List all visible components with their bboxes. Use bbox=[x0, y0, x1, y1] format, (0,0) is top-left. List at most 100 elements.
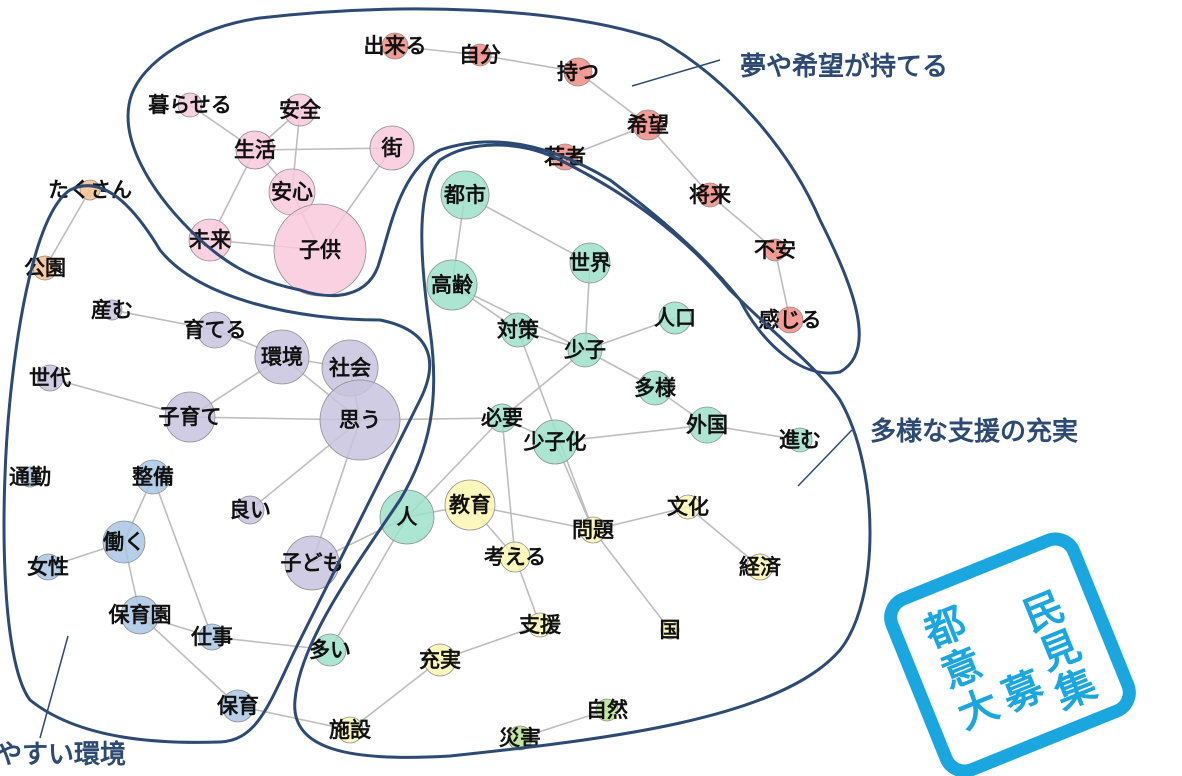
node-label-kyouiku: 教育 bbox=[449, 493, 491, 517]
node-taisaku bbox=[500, 312, 536, 348]
node-label-gaikoku: 外国 bbox=[686, 413, 728, 437]
node-juujitsu bbox=[423, 643, 457, 677]
node-label-josei: 女性 bbox=[27, 555, 69, 579]
node-sedai bbox=[36, 364, 64, 392]
edge-shoushi-hitsuyou bbox=[501, 349, 586, 419]
node-shien bbox=[527, 612, 553, 638]
node-label-jinkou: 人口 bbox=[654, 306, 696, 330]
node-label-kanjiru: 感じる bbox=[759, 308, 822, 332]
node-umu bbox=[101, 299, 123, 321]
stamp-char: 募 bbox=[995, 663, 1051, 721]
node-label-kosodate: 子育て bbox=[159, 405, 222, 429]
node-seikatsu bbox=[235, 130, 275, 170]
node-kangaeru bbox=[499, 541, 531, 573]
edge-jibun-motsu bbox=[479, 54, 579, 73]
node-label-toshi: 都市 bbox=[443, 183, 486, 207]
node-label-shien: 支援 bbox=[519, 613, 562, 637]
node-label-shoushika: 少子化 bbox=[523, 430, 587, 454]
leader-line-support bbox=[797, 429, 853, 487]
node-label-hoiku: 保育 bbox=[216, 694, 259, 718]
edge-mondai-kuni bbox=[592, 529, 671, 631]
node-label-hito: 人 bbox=[397, 505, 418, 529]
node-label-hitsuyou: 必要 bbox=[481, 406, 523, 430]
node-tsuukin bbox=[19, 466, 41, 488]
node-label-kuraseru: 暮らせる bbox=[147, 93, 232, 117]
node-kuraseru bbox=[177, 92, 203, 118]
node-label-kuni: 国 bbox=[660, 618, 681, 642]
edge-shien-juujitsu bbox=[439, 624, 541, 661]
node-label-umu: 産む bbox=[91, 298, 133, 322]
node-kuni bbox=[660, 620, 680, 640]
node-label-keizai: 経済 bbox=[739, 555, 782, 579]
edge-shoushika-gaikoku bbox=[554, 424, 708, 443]
edge-bunka-keizai bbox=[687, 506, 761, 568]
node-bunka bbox=[675, 494, 701, 520]
node-dekiru bbox=[381, 32, 409, 60]
node-ooi bbox=[313, 633, 347, 667]
node-kyouiku bbox=[444, 479, 496, 531]
node-label-fuan: 不安 bbox=[754, 238, 796, 262]
node-label-anshin: 安心 bbox=[271, 180, 313, 204]
node-omou bbox=[319, 379, 401, 461]
node-jinkou bbox=[658, 301, 692, 335]
cluster-title-dream: 夢や希望が持てる bbox=[740, 51, 948, 82]
edge-takusan-kouen bbox=[44, 189, 91, 269]
node-shizen bbox=[595, 698, 619, 722]
node-koureika bbox=[426, 259, 478, 311]
node-label-kibou: 希望 bbox=[627, 113, 669, 137]
nodes-layer bbox=[19, 32, 813, 751]
edge-hitsuyou-kangaeru bbox=[501, 417, 516, 558]
node-hoiku bbox=[221, 689, 255, 723]
node-label-ooi: 多い bbox=[309, 638, 351, 662]
node-shigoto bbox=[198, 623, 226, 651]
node-label-hataraku: 働く bbox=[102, 530, 145, 554]
cluster-title-childcare: やすい環境 bbox=[0, 739, 126, 770]
node-hoikuen bbox=[120, 595, 160, 635]
edge-shizen-saigai bbox=[519, 709, 608, 739]
node-label-motsu: 持つ bbox=[557, 60, 599, 84]
node-label-seibi: 整備 bbox=[132, 465, 174, 489]
node-label-kankyou: 環境 bbox=[261, 345, 303, 369]
edge-seibi-shigoto bbox=[152, 476, 213, 638]
node-label-kodomo: 子供 bbox=[299, 238, 341, 262]
node-hitsuyou bbox=[487, 403, 517, 433]
node-yoi bbox=[235, 495, 265, 525]
node-seibi bbox=[135, 459, 171, 495]
node-label-tsuukin: 通勤 bbox=[9, 465, 51, 489]
stamp-frame bbox=[884, 532, 1136, 776]
leader-line-childcare bbox=[39, 635, 69, 739]
node-machi bbox=[369, 125, 415, 171]
edge-dekiru-jibun bbox=[394, 45, 481, 56]
node-label-taisaku: 対策 bbox=[497, 318, 540, 342]
node-label-koureika: 高齢 bbox=[431, 273, 474, 297]
node-shoushi bbox=[567, 332, 603, 368]
cluster-title-support: 多様な支援の充実 bbox=[870, 416, 1078, 447]
edge-juujitsu-shisetsu bbox=[349, 659, 441, 731]
cluster-outline-support bbox=[293, 143, 872, 759]
node-keizai bbox=[746, 553, 774, 581]
node-fuan bbox=[763, 238, 787, 262]
node-label-juujitsu: 充実 bbox=[419, 648, 461, 672]
node-gaikoku bbox=[688, 406, 726, 444]
node-label-omou: 思う bbox=[339, 408, 381, 432]
node-mondai bbox=[579, 516, 607, 544]
node-mirai bbox=[188, 218, 232, 262]
node-tayou bbox=[637, 370, 673, 406]
node-jibun bbox=[468, 43, 492, 67]
node-saigai bbox=[507, 725, 533, 751]
node-label-sodateru: 育てる bbox=[184, 318, 247, 342]
node-label-shizen: 自然 bbox=[586, 698, 628, 722]
node-shisetsu bbox=[336, 716, 364, 744]
stamp: 都 意 大 募 民 見 集 bbox=[884, 532, 1136, 776]
labels-layer: 出来る自分持つ希望若者将来不安感じる暮らせる安全生活街安心未来子供たくさん公園産… bbox=[9, 34, 822, 750]
cluster-outline-dream bbox=[126, 7, 861, 375]
node-susumu bbox=[787, 427, 813, 453]
node-label-sekai: 世界 bbox=[569, 251, 611, 275]
node-label-tayou: 多様 bbox=[634, 376, 677, 400]
node-toshi bbox=[440, 170, 490, 220]
node-label-sedai: 世代 bbox=[29, 366, 71, 390]
edge-hoiku-shisetsu bbox=[237, 705, 351, 731]
node-kibou bbox=[632, 109, 664, 141]
